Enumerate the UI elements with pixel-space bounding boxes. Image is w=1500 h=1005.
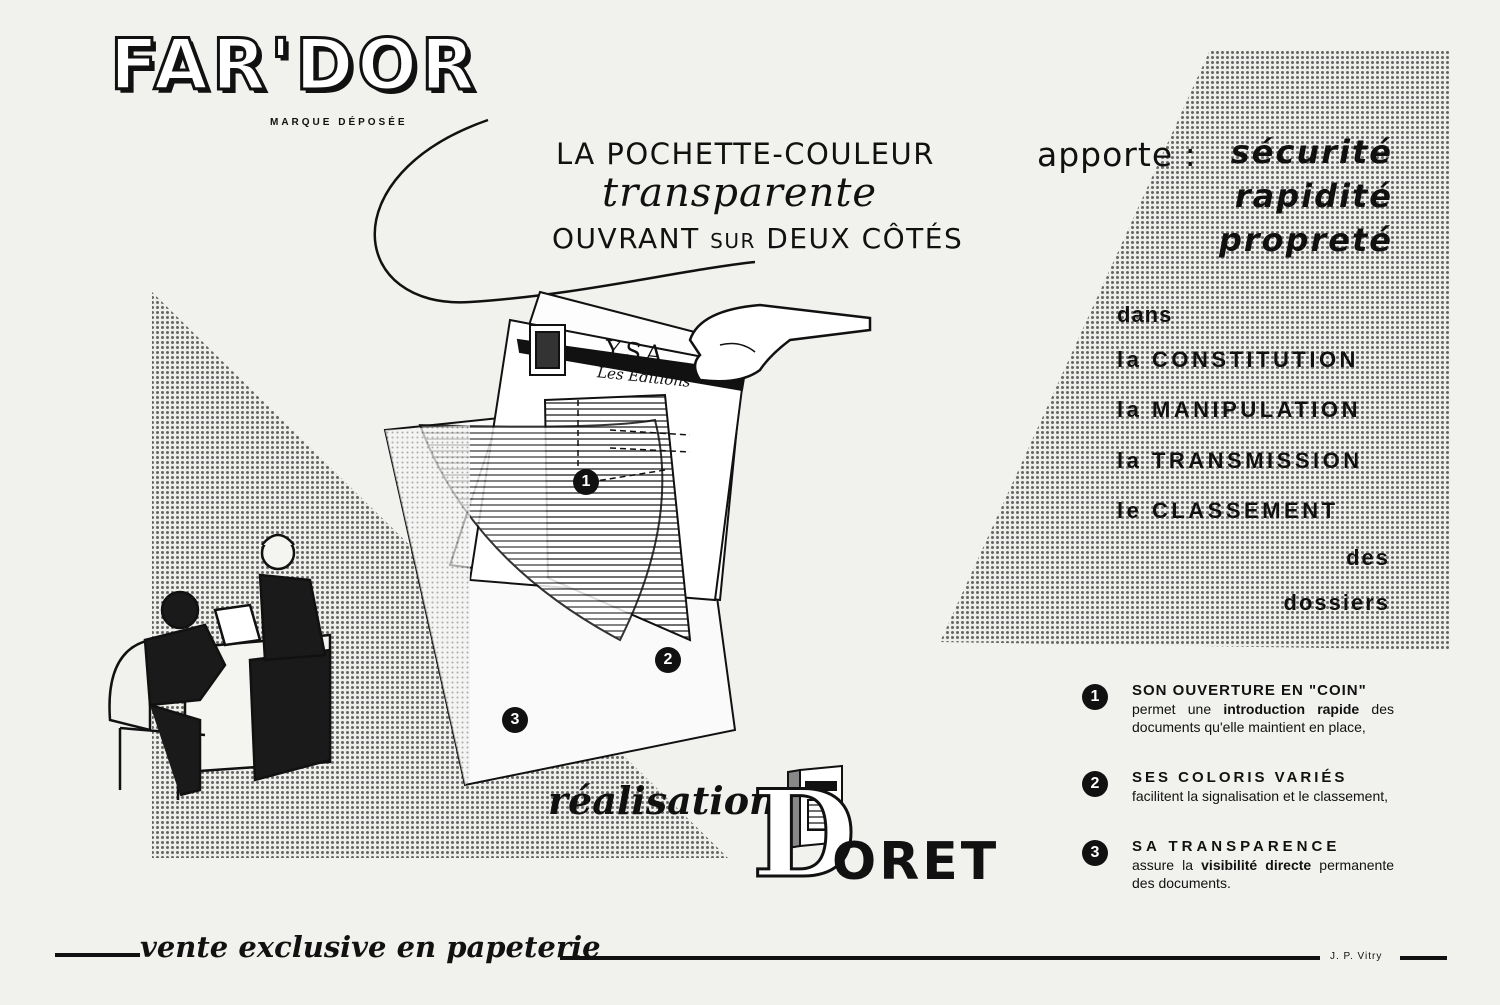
- illustrator-credit: J. P. Vitry: [1330, 951, 1383, 962]
- feature-title: SES COLORIS VARIÉS: [1132, 769, 1348, 786]
- headline-line-3-part-a: OUVRANT: [552, 222, 700, 255]
- desk-scene: [108, 533, 332, 800]
- feature-transparency: SA TRANSPARENCE assure la visibilité dir…: [1132, 838, 1394, 892]
- feature-number-3: 3: [1082, 840, 1108, 866]
- benefits-intro: apporte :: [1037, 135, 1197, 174]
- swoosh-line: [373, 118, 756, 304]
- use-constitution: la CONSTITUTION: [1117, 347, 1359, 372]
- feature-title: SA TRANSPARENCE: [1132, 838, 1341, 855]
- use-classement: le CLASSEMENT: [1117, 498, 1339, 523]
- brand-logo: FAR'DOR: [109, 24, 479, 106]
- headline-line-3: OUVRANT SUR DEUX CÔTÉS: [552, 222, 963, 255]
- use-manipulation: la MANIPULATION: [1117, 397, 1361, 422]
- footer-slogan: vente exclusive en papeterie: [140, 930, 601, 964]
- right-halftone-panel: [940, 50, 1450, 650]
- uses-outro-des: des: [1346, 545, 1390, 570]
- document-lines: [577, 400, 691, 483]
- feature-number-1: 1: [1082, 684, 1108, 710]
- headline-line-1: LA POCHETTE-COULEUR: [556, 137, 935, 171]
- feature-corner-opening: SON OUVERTURE EN "COIN" permet une intro…: [1132, 682, 1394, 736]
- product-box: [787, 764, 843, 850]
- benefit-speed: rapidité: [1234, 177, 1393, 215]
- feature-text: permanente des documents.: [1132, 857, 1395, 891]
- brand-tagline: MARQUE DÉPOSÉE: [270, 117, 408, 128]
- benefit-cleanliness: propreté: [1218, 221, 1393, 259]
- maker-prefix: réalisation: [548, 778, 777, 823]
- uses-outro-dossiers: dossiers: [1283, 590, 1390, 615]
- maker-logo-name: ORET: [832, 832, 1000, 892]
- illustration-marker-3: 3: [502, 707, 528, 733]
- feature-text: facilitent la signalisation et le classe…: [1132, 788, 1389, 804]
- headline-line-3-part-c: DEUX CÔTÉS: [766, 222, 964, 255]
- feature-text: permet une: [1132, 701, 1224, 717]
- headline-script-word: transparente: [602, 170, 878, 216]
- feature-text: des documents qu'elle maintient en place…: [1132, 701, 1394, 735]
- use-transmission: la TRANSMISSION: [1117, 448, 1363, 473]
- folder-stack: [383, 290, 747, 787]
- benefit-security: sécurité: [1230, 133, 1393, 171]
- feature-text: assure la: [1132, 857, 1202, 873]
- feature-number-2: 2: [1082, 771, 1108, 797]
- hand: [688, 303, 872, 383]
- feature-text-bold: introduction rapide: [1223, 701, 1360, 717]
- illustration-marker-2: 2: [655, 647, 681, 673]
- maker-logo-initial: D: [750, 764, 857, 905]
- feature-text-bold: visibilité directe: [1201, 857, 1312, 873]
- illustration-marker-1: 1: [573, 469, 599, 495]
- uses-intro: dans: [1117, 302, 1173, 327]
- feature-varied-colors: SES COLORIS VARIÉS facilitent la signali…: [1132, 769, 1394, 805]
- headline-line-3-part-b: SUR: [710, 229, 756, 253]
- feature-title: SON OUVERTURE EN "COIN": [1132, 682, 1367, 699]
